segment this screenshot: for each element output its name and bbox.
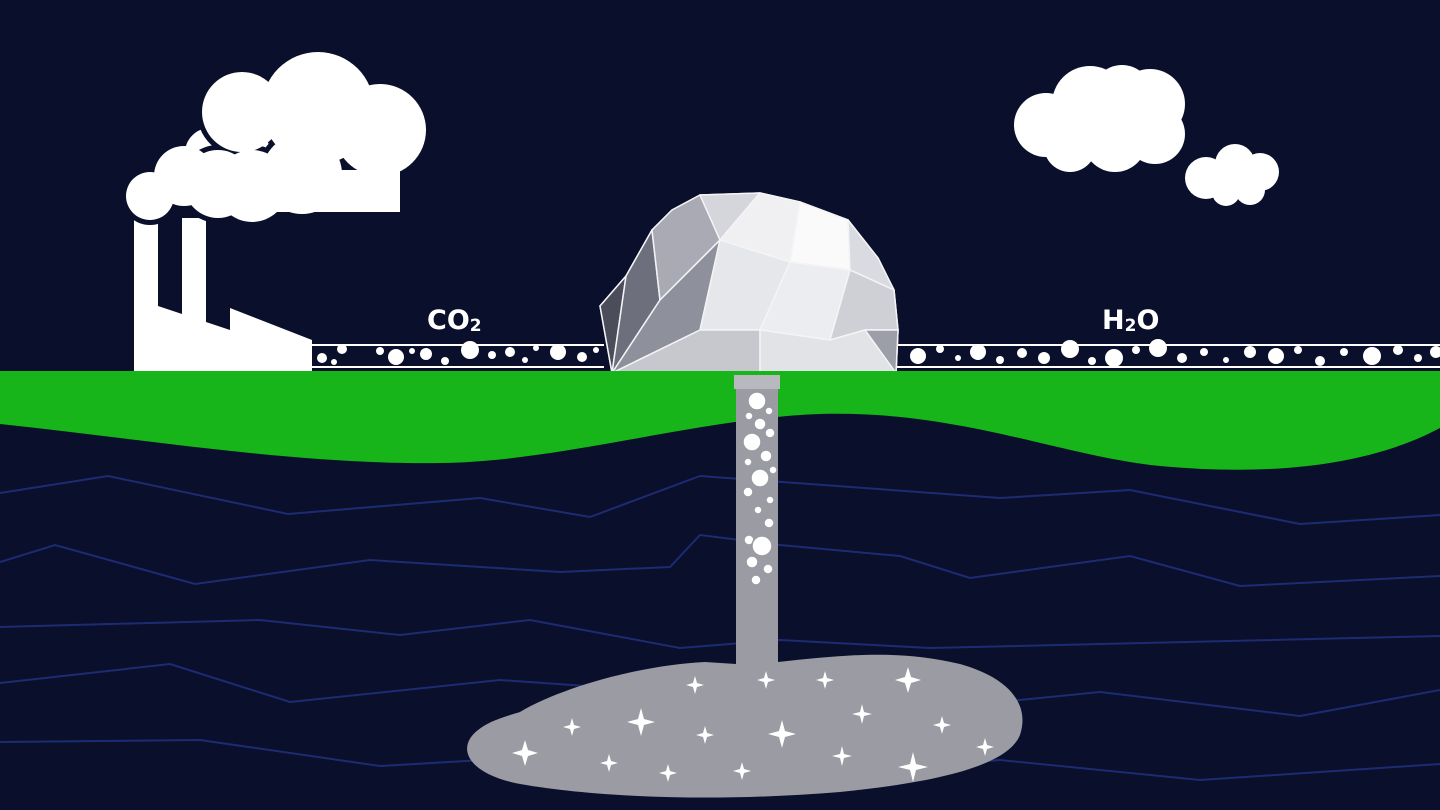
- h2o-label: H2O: [1102, 305, 1159, 336]
- cloud-icon: [126, 52, 426, 222]
- ground-edge: [0, 371, 1440, 375]
- sparkle-icon: [512, 667, 994, 782]
- cloud-icon: [1185, 144, 1279, 206]
- gas-bubbles: [317, 341, 599, 365]
- co2-label: CO2: [427, 305, 482, 336]
- h2o-pipe: [896, 339, 1440, 368]
- shaft-bubbles: [742, 391, 778, 586]
- co2-pipe: [312, 341, 604, 368]
- cloud-icon: [1014, 65, 1185, 172]
- ground-surface: [0, 373, 1440, 470]
- injection-shaft: [734, 373, 780, 674]
- geodesic-dome-icon: [599, 192, 899, 374]
- factory-icon: [134, 218, 312, 373]
- water-bubbles: [910, 339, 1440, 367]
